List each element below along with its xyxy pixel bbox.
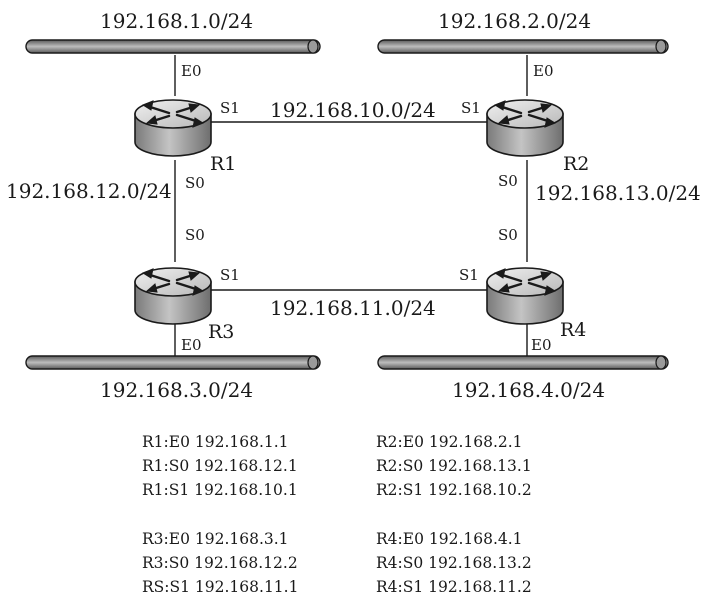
r1-s0-label: S0 [185, 174, 205, 192]
address-entry: R4:S0 192.168.13.2 [376, 554, 532, 572]
lan3-label: 192.168.3.0/24 [100, 378, 253, 402]
r4-s1-label: S1 [459, 266, 479, 284]
router-r2-icon [485, 98, 565, 158]
lan4-label: 192.168.4.0/24 [452, 378, 605, 402]
r3-e0-label: E0 [181, 336, 202, 354]
router-r3-icon [133, 266, 213, 326]
router-r1-icon [133, 98, 213, 158]
address-entry: R1:E0 192.168.1.1 [142, 433, 289, 451]
address-entry: R4:E0 192.168.4.1 [376, 530, 523, 548]
lan3-bus [25, 355, 321, 370]
lan4-bus [377, 355, 669, 370]
address-entry: R2:E0 192.168.2.1 [376, 433, 523, 451]
r1-name-label: R1 [210, 153, 236, 175]
address-entry: R4:S1 192.168.11.2 [376, 578, 532, 596]
lan1-bus [25, 39, 321, 54]
address-entry: R2:S0 192.168.13.1 [376, 457, 532, 475]
r4-e0-label: E0 [531, 336, 552, 354]
r3-s1-label: S1 [220, 266, 240, 284]
lan2-label: 192.168.2.0/24 [438, 9, 591, 33]
r2-e0-label: E0 [533, 62, 554, 80]
address-entry: RS:S1 192.168.11.1 [142, 578, 298, 596]
r2-name-label: R2 [563, 153, 589, 175]
lan-buses [25, 39, 669, 370]
address-entry: R2:S1 192.168.10.2 [376, 481, 532, 499]
lan2-bus [377, 39, 669, 54]
link-r1-r3-label: 192.168.12.0/24 [6, 179, 172, 203]
router-r4-icon [485, 266, 565, 326]
address-entry: R1:S0 192.168.12.1 [142, 457, 298, 475]
r2-s0-label: S0 [498, 172, 518, 190]
links [174, 55, 528, 356]
r1-s1-label: S1 [220, 99, 240, 117]
link-r3-r4-label: 192.168.11.0/24 [270, 296, 436, 320]
r4-s0-label: S0 [498, 226, 518, 244]
r3-name-label: R3 [208, 321, 234, 343]
r2-s1-label: S1 [461, 99, 481, 117]
address-entry: R3:S0 192.168.12.2 [142, 554, 298, 572]
address-entry: R3:E0 192.168.3.1 [142, 530, 289, 548]
link-r1-r2-label: 192.168.10.0/24 [270, 98, 436, 122]
link-r2-r4-label: 192.168.13.0/24 [535, 181, 701, 205]
address-table: R1:E0 192.168.1.1 R1:S0 192.168.12.1 R1:… [142, 433, 532, 596]
r4-name-label: R4 [560, 319, 586, 341]
r1-e0-label: E0 [181, 62, 202, 80]
r3-s0-label: S0 [185, 226, 205, 244]
address-entry: R1:S1 192.168.10.1 [142, 481, 298, 499]
lan1-label: 192.168.1.0/24 [100, 9, 253, 33]
